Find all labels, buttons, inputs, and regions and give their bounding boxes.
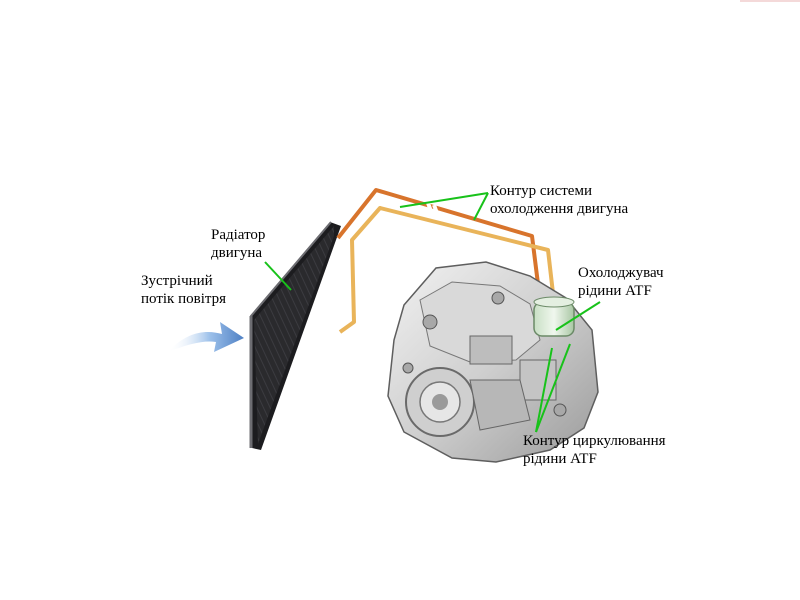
atf-cooler-label: Охолоджувач рідини ATF bbox=[578, 265, 664, 299]
airflow-label: Зустрічний потік повітря bbox=[141, 273, 227, 307]
atf-cooler bbox=[533, 296, 575, 337]
radiator bbox=[249, 221, 341, 450]
leader-lines bbox=[264, 192, 601, 433]
atf-circuit-label: Контур циркулювання рідини ATF bbox=[523, 433, 666, 467]
engine-cooling-label: Контур системи охолодження двигуна bbox=[490, 183, 629, 217]
airflow-arrow-icon bbox=[168, 322, 244, 352]
radiator-label: Радіатор двигуна bbox=[211, 227, 266, 261]
corner-mark bbox=[740, 0, 800, 2]
engine-cooling-pipe bbox=[336, 188, 542, 301]
return-pipe bbox=[338, 206, 556, 334]
